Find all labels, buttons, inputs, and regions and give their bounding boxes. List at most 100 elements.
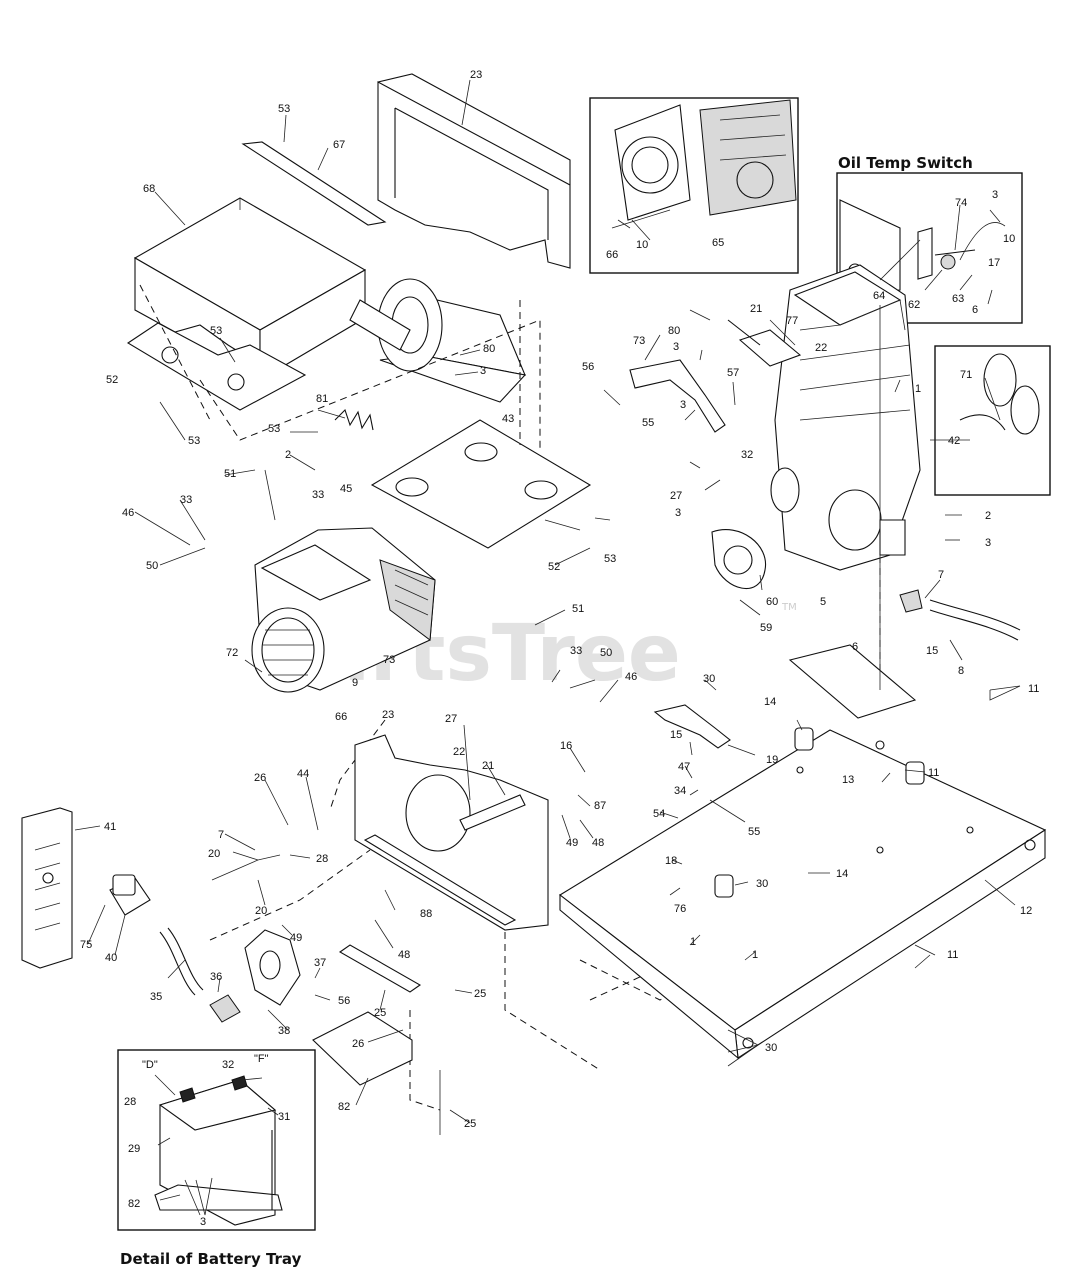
callout-27: 27 [445,713,457,725]
callout-2: 2 [285,449,291,461]
callout-31: 31 [278,1111,290,1123]
callout-62: 62 [908,299,920,311]
callout-56: 56 [582,361,594,373]
callout-22: 22 [815,342,827,354]
callout-30: 30 [756,878,768,890]
callout-67: 67 [333,139,345,151]
callout-12: 12 [1020,905,1032,917]
callout-28: 28 [316,853,328,865]
callout-F: "F" [254,1053,269,1065]
callout-87: 87 [594,800,606,812]
callout-42: 42 [948,435,960,447]
callout-47: 47 [678,761,690,773]
callout-26: 26 [352,1038,364,1050]
callout-54: 54 [653,808,665,820]
callout-81: 81 [316,393,328,405]
callout-3: 3 [675,507,681,519]
callout-5: 5 [820,596,826,608]
callout-80: 80 [483,343,495,355]
center-panel [354,734,549,931]
callout-7: 7 [938,569,944,581]
callout-8: 8 [958,665,964,677]
callout-25: 25 [464,1118,476,1130]
callout-53: 53 [278,103,290,115]
callout-38: 38 [278,1025,290,1037]
carburetor-38 [209,929,301,1023]
cover-strip-67 [241,141,387,226]
inset-engine-side [589,97,799,274]
callout-57: 57 [727,367,739,379]
callout-68: 68 [143,183,155,195]
tray-82 [312,1011,413,1086]
callout-56: 56 [338,995,350,1007]
side-panel-41 [21,807,73,969]
callout-53: 53 [604,553,616,565]
callout-11: 11 [928,767,939,779]
callout-29: 29 [128,1143,140,1155]
callout-15: 15 [926,645,938,657]
callout-50: 50 [600,647,612,659]
generator [251,527,436,693]
battery-tray-title: Detail of Battery Tray [120,1250,302,1268]
callout-52: 52 [106,374,118,386]
watermark-tm: TM [781,602,797,613]
oil-temp-switch-title: Oil Temp Switch [838,154,973,172]
callout-1: 1 [752,949,758,961]
exhaust-pipe-73 [629,359,726,433]
hose-35 [159,931,196,996]
callout-14: 14 [764,696,776,708]
callout-13: 13 [842,774,854,786]
callout-51: 51 [224,468,236,480]
callout-72: 72 [226,647,238,659]
callout-3: 3 [480,365,486,377]
callout-25: 25 [374,1007,386,1019]
callout-77: 77 [786,315,798,327]
callout-55: 55 [642,417,654,429]
callout-88: 88 [420,908,432,920]
callout-37: 37 [314,957,326,969]
callout-46: 46 [122,507,134,519]
callout-21: 21 [482,760,494,772]
callout-6: 6 [972,304,978,316]
callout-11: 11 [1028,683,1039,695]
callout-labels: 23 53 67 68 53 52 53 80 3 43 81 53 2 33 … [80,69,1039,1228]
callout-2: 2 [985,510,991,522]
callout-73: 73 [633,335,645,347]
frame [559,729,1047,1060]
callout-59: 59 [760,622,772,634]
callout-43: 43 [502,413,514,425]
callout-D: "D" [142,1059,158,1071]
callout-21: 21 [750,303,762,315]
spring-81 [334,408,374,431]
callout-3: 3 [680,399,686,411]
isolators [714,727,925,898]
callout-53: 53 [188,435,200,447]
callout-9: 9 [352,677,358,689]
callout-36: 36 [210,971,222,983]
callout-33: 33 [180,494,192,506]
callout-26: 26 [254,772,266,784]
callout-6: 6 [852,641,858,653]
rear-panel [377,73,571,269]
callout-3: 3 [992,189,998,201]
callout-64: 64 [873,290,885,302]
base-plate-52-center [370,419,592,549]
callout-66: 66 [335,711,347,723]
callout-41: 41 [104,821,116,833]
callout-23: 23 [382,709,394,721]
callout-55: 55 [748,826,760,838]
callout-40: 40 [105,952,117,964]
callout-15: 15 [670,729,682,741]
callout-34: 34 [674,785,686,797]
callout-22: 22 [453,746,465,758]
callout-49: 49 [566,837,578,849]
callout-82: 82 [128,1198,140,1210]
callout-16: 16 [560,740,572,752]
callout-65: 65 [712,237,724,249]
callout-33: 33 [570,645,582,657]
callout-10: 10 [1003,233,1015,245]
callout-1: 1 [915,383,921,395]
callout-14: 14 [836,868,848,880]
callout-27: 27 [670,490,682,502]
